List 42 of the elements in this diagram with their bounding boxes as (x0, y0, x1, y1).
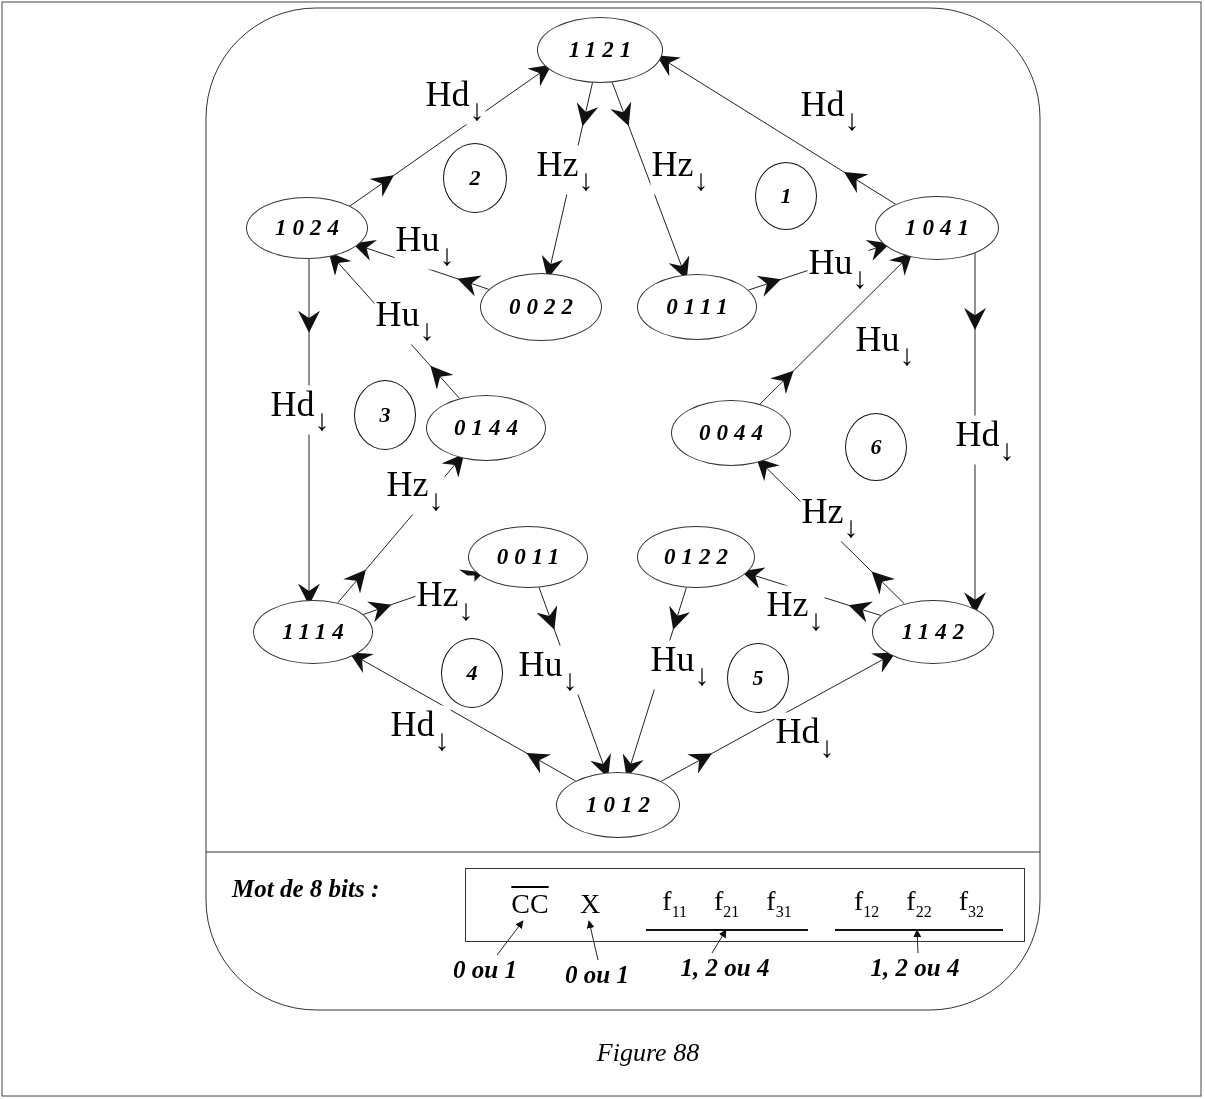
bit-word-box (465, 868, 1025, 942)
leader-line (586, 920, 599, 961)
region-number: 1 (755, 162, 817, 230)
region-number: 4 (441, 638, 503, 708)
state-ellipse: 0022 (480, 273, 602, 341)
state-ellipse: 1114 (253, 600, 373, 664)
state-ellipse: 0144 (426, 395, 546, 461)
region-number: 6 (845, 413, 907, 481)
state-ellipse: 0044 (671, 400, 791, 466)
arrow (611, 81, 690, 276)
leader-line (913, 929, 922, 954)
value-note: 1, 2 ou 4 (665, 953, 785, 983)
arrow (660, 652, 894, 782)
leader-line (496, 920, 524, 956)
arrow (298, 258, 320, 601)
bit-field-group: f$_{12}$ f$_{22}$ f$_{32}$ (835, 885, 1003, 931)
field-caption: Mot de 8 bits : (232, 875, 380, 903)
value-note: 1, 2 ou 4 (855, 953, 975, 983)
arrow (759, 255, 911, 405)
value-note: 0 ou 1 (440, 955, 530, 985)
arrow (351, 653, 577, 782)
value-note: 0 ou 1 (549, 960, 645, 990)
region-number: 3 (354, 380, 416, 450)
state-ellipse: 1012 (556, 772, 680, 838)
figure-caption: Figure 88 (595, 1038, 701, 1068)
state-ellipse: 1041 (875, 196, 999, 260)
state-ellipse: 0111 (637, 274, 757, 340)
region-number: 2 (443, 143, 507, 213)
state-ellipse: 1142 (872, 600, 994, 664)
bit-field: X (573, 886, 607, 922)
state-ellipse: 0011 (468, 526, 588, 588)
bit-field-group: f$_{11}$ f$_{21}$ f$_{31}$ (646, 885, 808, 931)
arrow (659, 56, 897, 205)
bit-field: CC (506, 886, 554, 922)
state-ellipse: 1024 (246, 197, 368, 259)
edge-label: Hu$_{↓}$ (517, 645, 579, 695)
state-ellipse: 1121 (537, 17, 663, 83)
arrow (964, 252, 986, 611)
region-number: 5 (727, 643, 789, 713)
arrow (349, 65, 550, 207)
state-ellipse: 0122 (637, 526, 755, 588)
leader-line (711, 929, 727, 954)
